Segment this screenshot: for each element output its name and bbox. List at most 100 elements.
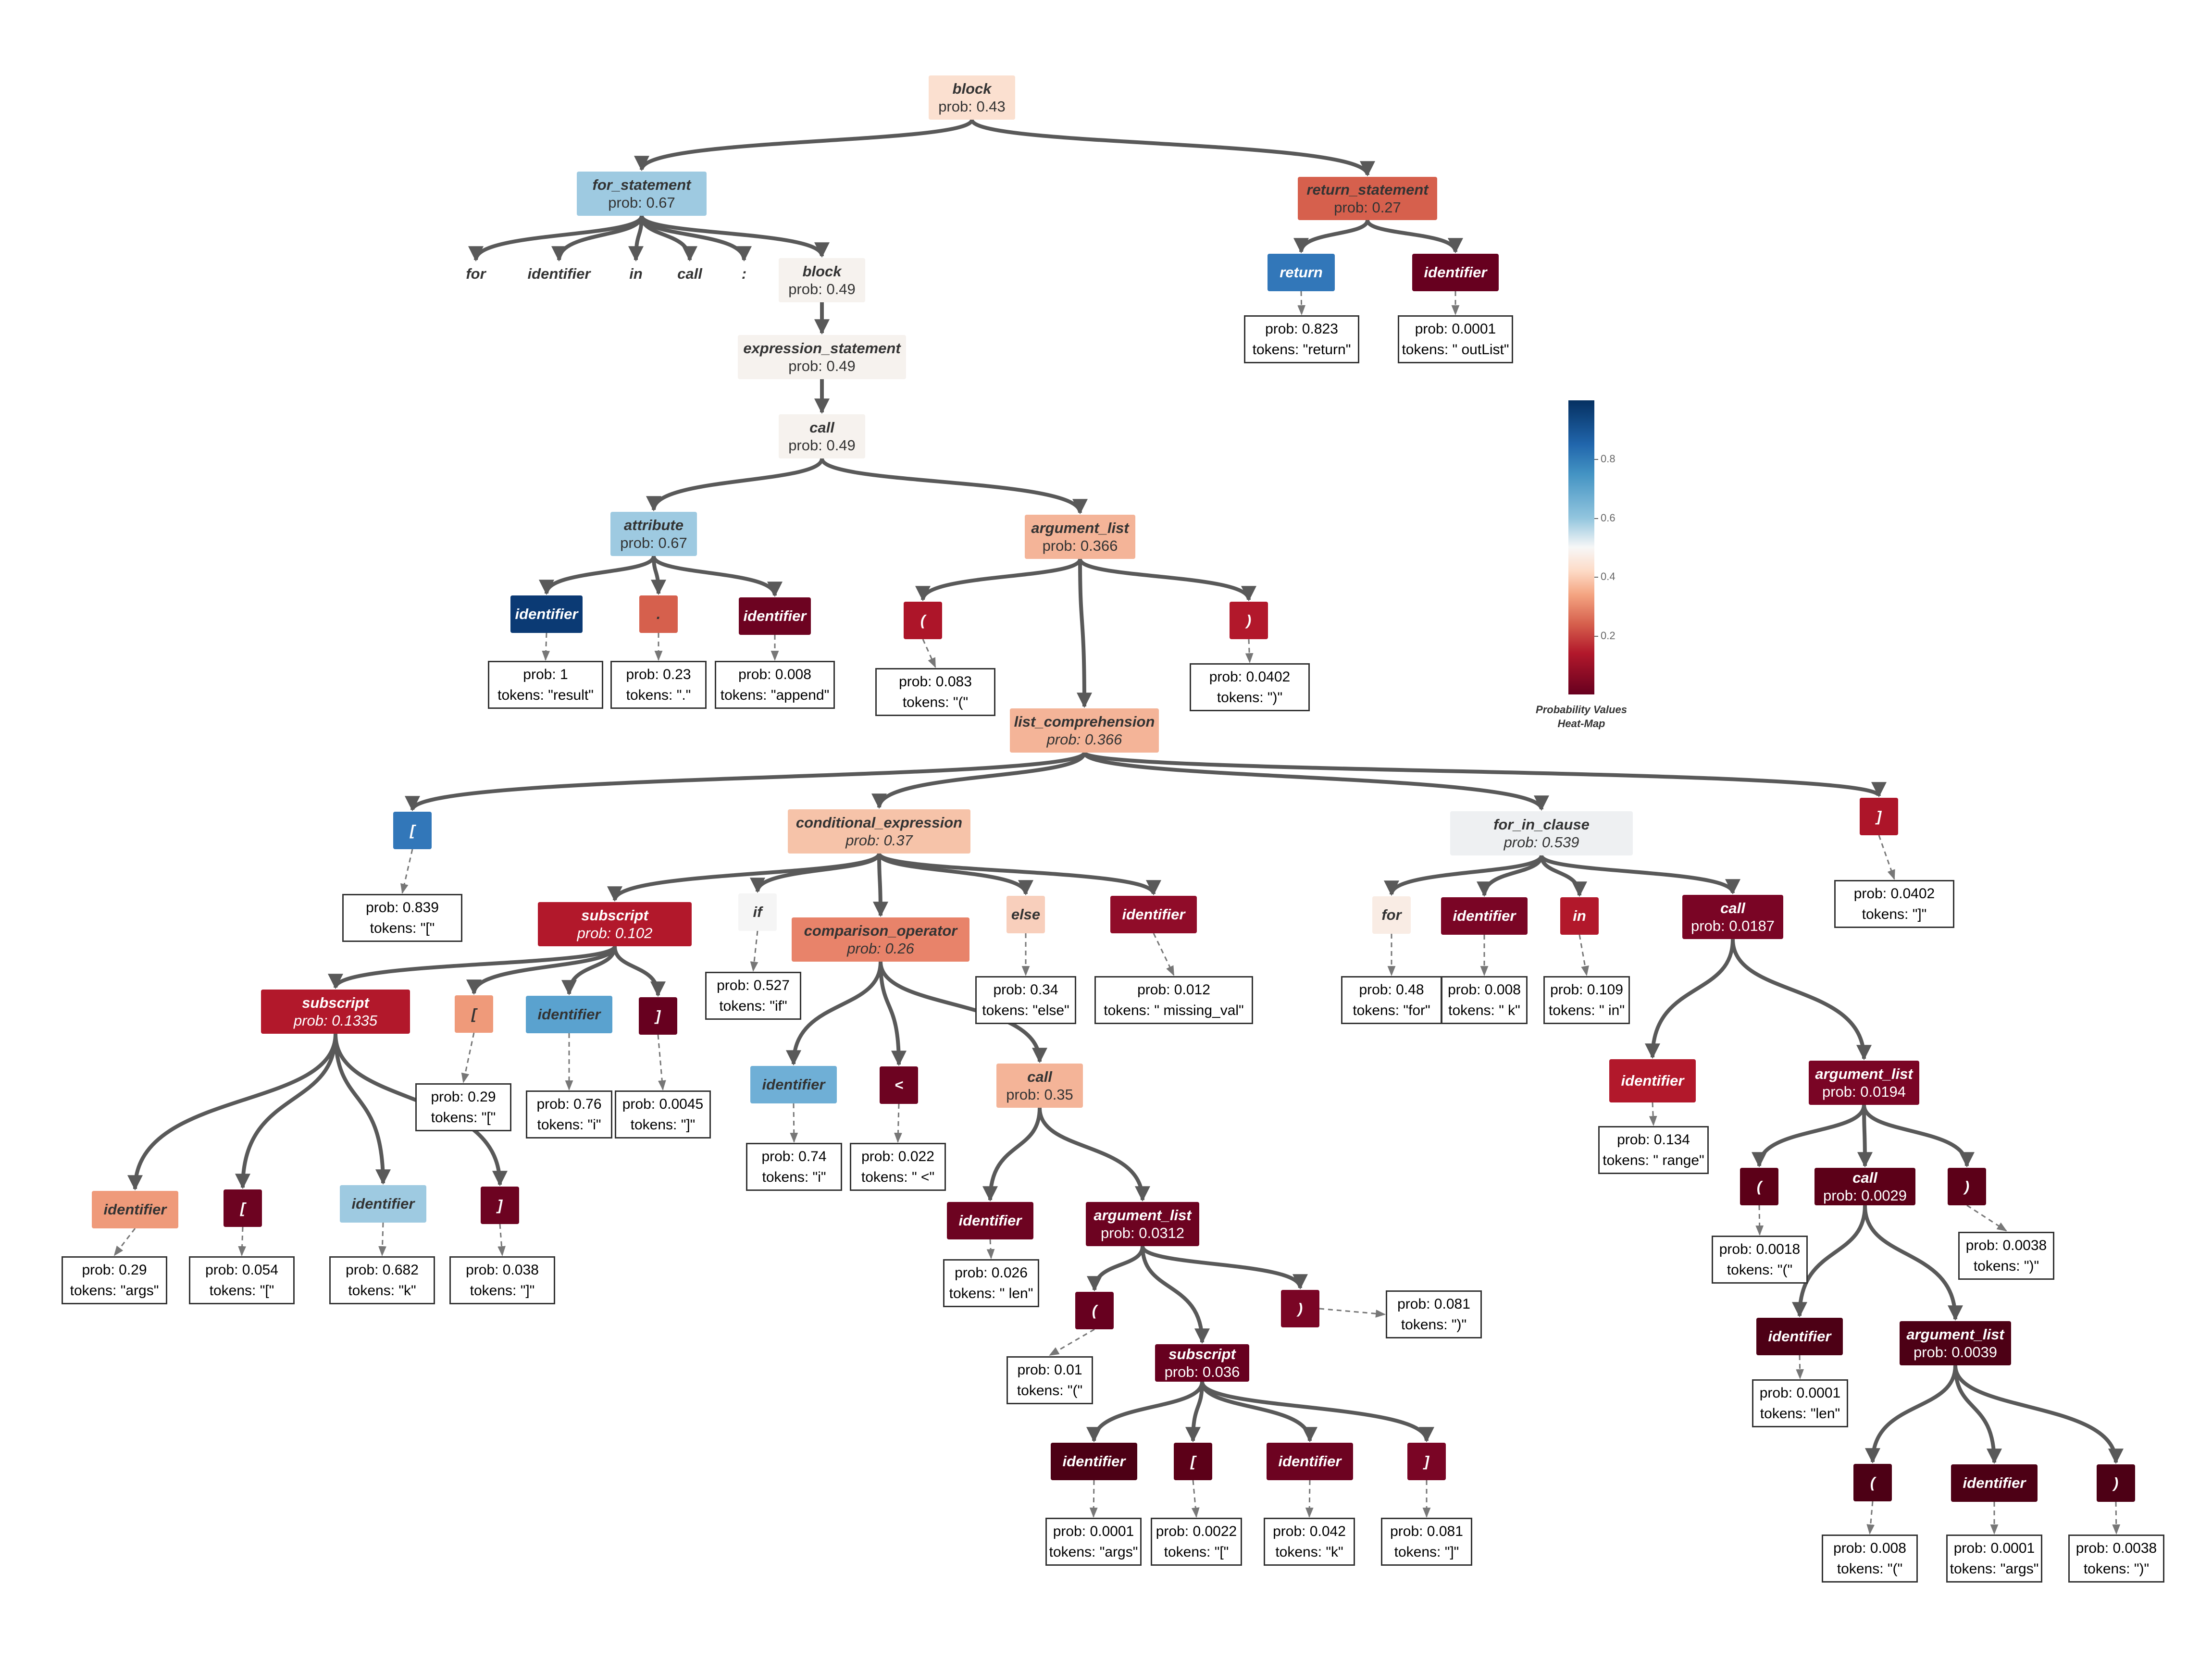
node-label: argument_list bbox=[1031, 519, 1129, 536]
token-prob: prob: 0.29 bbox=[431, 1089, 496, 1105]
tree-node--n53: ( bbox=[1075, 1292, 1114, 1329]
token-prob: prob: 0.081 bbox=[1390, 1523, 1463, 1539]
edge-n23-n27 bbox=[750, 853, 881, 893]
token-link-n10-L1 bbox=[1297, 291, 1306, 316]
tree-node-call-n7: call bbox=[671, 262, 709, 286]
token-text: tokens: "k" bbox=[1275, 1544, 1343, 1560]
token-prob: prob: 0.042 bbox=[1273, 1523, 1346, 1539]
token-link-n22-L8 bbox=[400, 849, 413, 894]
node-prob: prob: 0.49 bbox=[788, 358, 856, 374]
node-label: subscript bbox=[1168, 1345, 1236, 1362]
token-prob: prob: 0.01 bbox=[1017, 1362, 1082, 1378]
tree-node-identifier-n32: identifier bbox=[1441, 897, 1528, 935]
token-text: tokens: ")" bbox=[2083, 1561, 2150, 1577]
colorbar-tick-label: 0.4 bbox=[1601, 570, 1616, 583]
tree-node--n25: ] bbox=[1860, 798, 1898, 835]
node-label: if bbox=[753, 904, 762, 921]
token-prob: prob: 0.109 bbox=[1550, 981, 1623, 998]
token-text: tokens: "[" bbox=[431, 1110, 496, 1126]
tree-node-identifier-n61: identifier bbox=[1051, 1443, 1137, 1480]
node-label: [ bbox=[471, 1005, 477, 1023]
edge-n3-n11 bbox=[1366, 219, 1463, 254]
token-prob: prob: 0.682 bbox=[346, 1262, 419, 1278]
node-label: identifier bbox=[103, 1201, 167, 1218]
edge-n28-n41 bbox=[879, 961, 1047, 1064]
node-label: block bbox=[802, 262, 842, 280]
edge-n1-n3 bbox=[970, 119, 1375, 177]
token-text: tokens: "i" bbox=[537, 1117, 601, 1133]
node-prob: prob: 0.0187 bbox=[1690, 917, 1775, 934]
node-label: identifier bbox=[1963, 1474, 2026, 1492]
node-prob: prob: 0.1335 bbox=[293, 1012, 378, 1029]
node-label: identifier bbox=[1621, 1072, 1684, 1089]
colorbar-tick-mark bbox=[1594, 518, 1598, 519]
token-text: tokens: "(" bbox=[1017, 1383, 1083, 1399]
edge-n26-n35 bbox=[328, 945, 617, 990]
node-label: ( bbox=[920, 612, 926, 629]
colorbar-title: Probability Values Heat-Map bbox=[1529, 703, 1634, 730]
node-label: identifier bbox=[1122, 906, 1185, 923]
node-label: in bbox=[629, 265, 643, 283]
node-label: ] bbox=[1876, 808, 1882, 825]
node-label: identifier bbox=[1424, 264, 1487, 281]
node-label: identifier bbox=[1768, 1328, 1831, 1345]
edge-n14-n16 bbox=[539, 555, 656, 595]
tree-node-return-n10: return bbox=[1268, 254, 1335, 291]
token-link-n46-L24 bbox=[378, 1222, 386, 1257]
node-label: call bbox=[1720, 899, 1745, 916]
tree-node--n19: ( bbox=[904, 602, 942, 639]
node-prob: prob: 0.26 bbox=[847, 940, 914, 957]
node-label: list_comprehension bbox=[1014, 713, 1155, 730]
node-prob: prob: 0.366 bbox=[1046, 731, 1122, 748]
node-label: argument_list bbox=[1906, 1325, 2004, 1343]
node-prob: prob: 0.0029 bbox=[1823, 1187, 1907, 1204]
edge-n41-n49 bbox=[1038, 1107, 1150, 1202]
colorbar-title-line2: Heat-Map bbox=[1557, 717, 1605, 730]
token-prob: prob: 0.0402 bbox=[1853, 885, 1935, 902]
edge-n49-n57 bbox=[1141, 1246, 1210, 1344]
edge-n56-n58 bbox=[1865, 1365, 1957, 1464]
token-prob: prob: 0.74 bbox=[761, 1148, 827, 1164]
node-prob: prob: 0.43 bbox=[938, 98, 1006, 115]
edge-n2-n9 bbox=[640, 215, 830, 258]
token-text: tokens: "[" bbox=[370, 920, 435, 936]
edge-n51-n56 bbox=[1863, 1205, 1963, 1321]
token-prob: prob: 0.0001 bbox=[1759, 1385, 1841, 1401]
token-link-n30-L11 bbox=[1153, 933, 1175, 976]
token-text: tokens: " outList" bbox=[1402, 342, 1509, 358]
token-prob: prob: 0.23 bbox=[626, 666, 691, 682]
tree-node--n54: ) bbox=[1281, 1290, 1319, 1327]
tree-node-identifier-n46: identifier bbox=[340, 1185, 426, 1223]
tree-node--n47: ] bbox=[481, 1187, 519, 1224]
node-prob: prob: 0.0194 bbox=[1822, 1083, 1906, 1100]
token-prob: prob: 0.0038 bbox=[2075, 1540, 2157, 1556]
token-link-n27-L9 bbox=[750, 930, 758, 972]
edge-n41-n48 bbox=[982, 1107, 1042, 1202]
tree-node--n62: [ bbox=[1174, 1443, 1212, 1480]
token-text: tokens: ")" bbox=[1973, 1258, 2039, 1274]
edge-n56-n60 bbox=[1953, 1365, 2124, 1464]
tree-node--n64: ] bbox=[1407, 1443, 1446, 1480]
token-prob: prob: 0.008 bbox=[1833, 1540, 1906, 1556]
edge-n1-n2 bbox=[634, 119, 974, 172]
edge-n57-n62 bbox=[1185, 1381, 1204, 1443]
token-prob: prob: 0.008 bbox=[1448, 981, 1521, 998]
edge-n56-n59 bbox=[1953, 1365, 2002, 1464]
token-prob: prob: 0.823 bbox=[1265, 321, 1338, 337]
node-label: call bbox=[1852, 1169, 1877, 1186]
edge-n15-n20 bbox=[1078, 558, 1256, 602]
edge-n57-n63 bbox=[1200, 1381, 1317, 1443]
